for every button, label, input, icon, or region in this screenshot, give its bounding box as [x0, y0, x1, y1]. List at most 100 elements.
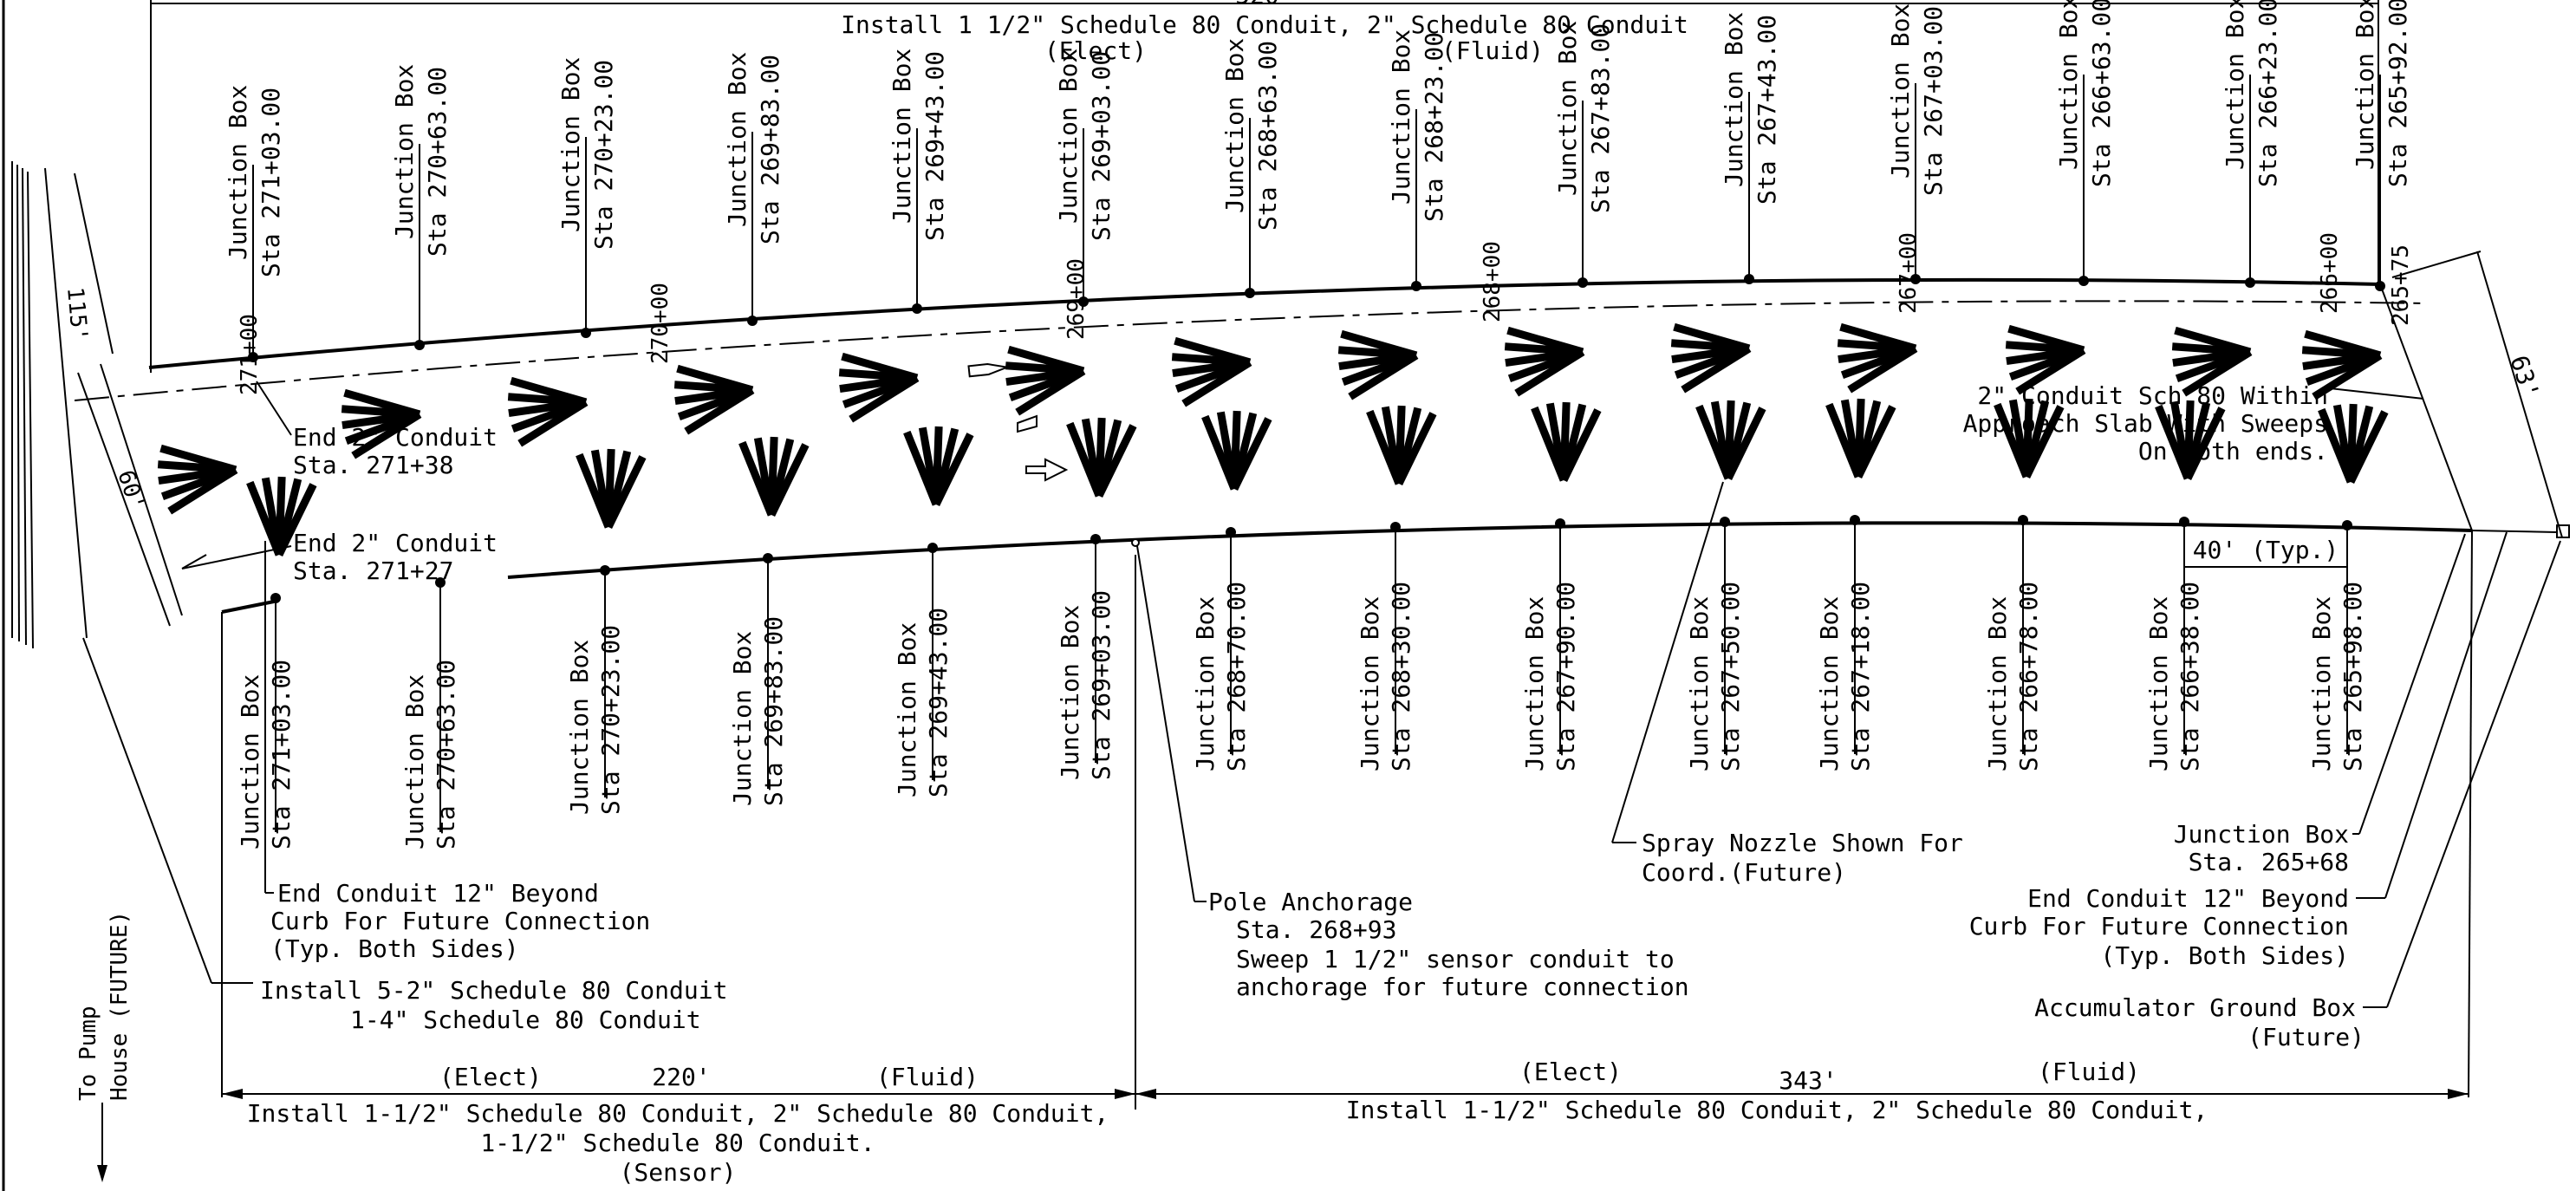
junction-box-label: Junction Box: [556, 57, 585, 232]
sprayer-fan-icon: [1005, 345, 1086, 416]
junction-box-station: Sta 268+30.00: [1387, 582, 1415, 771]
junction-box-station: Sta 270+23.00: [596, 625, 625, 815]
svg-text:Sta. 265+68: Sta. 265+68: [2189, 848, 2349, 876]
bottom-right-dimension: (Elect) 343' (Fluid) Install 1-1/2" Sche…: [1135, 1058, 2469, 1124]
junction-box-label: Junction Box: [888, 49, 916, 224]
junction-box-station: Sta 267+50.00: [1716, 582, 1745, 771]
upper-centerline: [74, 300, 2428, 401]
sprayer-fan-icon: [507, 376, 589, 447]
svg-text:Sweep 1 1/2" sensor conduit to: Sweep 1 1/2" sensor conduit to: [1236, 945, 1675, 973]
sprayer-fan-icon: [1531, 401, 1602, 482]
svg-text:Curb For Future Connection: Curb For Future Connection: [270, 907, 650, 935]
station-266: 266+00: [2317, 232, 2343, 314]
svg-text:House (FUTURE): House (FUTURE): [107, 911, 133, 1101]
junction-box-label: Junction Box: [1553, 21, 1582, 196]
sprayer-fan-icon: [1366, 405, 1437, 485]
bottom-left-dimension: (Elect) 220' (Fluid) Install 1-1/2" Sche…: [222, 555, 1136, 1187]
svg-text:(Elect): (Elect): [1519, 1058, 1622, 1086]
dim-115: 115': [62, 286, 92, 342]
svg-text:Install 1-1/2" Schedule 80 Con: Install 1-1/2" Schedule 80 Conduit, 2" S…: [1346, 1096, 2208, 1124]
junction-box-label: Junction Box: [1520, 596, 1549, 771]
junction-box-station: Sta 269+83.00: [756, 55, 784, 244]
junction-box-station: Sta 269+03.00: [1087, 590, 1116, 780]
junction-box-station: Sta 265+92.00: [2384, 0, 2412, 187]
station-267: 267+00: [1896, 232, 1922, 314]
junction-box-label: Junction Box: [1886, 3, 1915, 179]
svg-text:Spray Nozzle Shown For: Spray Nozzle Shown For: [1642, 829, 1963, 857]
junction-box-station: Sta 268+70.00: [1222, 582, 1251, 771]
junction-box-station: Sta 270+23.00: [589, 60, 618, 250]
svg-text:220': 220': [652, 1063, 710, 1091]
junction-box-label: Junction Box: [893, 622, 921, 797]
junction-box-label: Junction Box: [1220, 38, 1249, 213]
svg-text:Sta. 271+38: Sta. 271+38: [293, 451, 453, 479]
sprayer-fan-icon: [157, 444, 238, 515]
station-270: 270+00: [647, 283, 673, 364]
sprayer-fan-icon: [673, 364, 755, 435]
junction-box-label: Junction Box: [728, 631, 757, 806]
junction-box-station: Sta 270+63.00: [432, 660, 460, 849]
junction-box-station: Sta 269+83.00: [759, 616, 788, 806]
junction-box-label: Junction Box: [1056, 605, 1084, 780]
junction-box-station: Sta 267+03.00: [1919, 6, 1948, 196]
svg-text:1-4" Schedule 80 Conduit: 1-4" Schedule 80 Conduit: [350, 1006, 701, 1034]
svg-text:343': 343': [1779, 1066, 1837, 1095]
junction-box-station: Sta 271+03.00: [267, 660, 296, 849]
svg-text:End 2" Conduit: End 2" Conduit: [293, 529, 498, 557]
station-labels: 271+00 270+00 269+00 268+00 267+00 266+0…: [237, 232, 2414, 395]
svg-text:(Sensor): (Sensor): [620, 1158, 737, 1187]
note-pump-house: To Pump House (FUTURE): [75, 911, 133, 1182]
junction-box-station: Sta 266+63.00: [2087, 0, 2116, 187]
svg-text:Sta. 268+93: Sta. 268+93: [1236, 915, 1396, 944]
svg-text:End Conduit 12" Beyond: End Conduit 12" Beyond: [2027, 884, 2349, 913]
sprayer-fan-icon: [1837, 322, 1918, 394]
svg-text:Install 1-1/2" Schedule 80 Con: Install 1-1/2" Schedule 80 Conduit, 2" S…: [247, 1099, 1109, 1128]
svg-text:Sta. 271+27: Sta. 271+27: [293, 556, 453, 585]
sprayer-fan-icon: [1504, 326, 1585, 397]
junction-box-label: Junction Box: [1356, 596, 1384, 771]
junction-box-station: Sta 265+98.00: [2339, 582, 2367, 771]
left-edge-lines: 115': [11, 161, 114, 649]
svg-text:Coord.(Future): Coord.(Future): [1642, 858, 1846, 887]
svg-text:Approach Slab With Sweeps: Approach Slab With Sweeps: [1963, 409, 2328, 438]
sprayer-fan-icon: [1066, 417, 1137, 498]
note-accumulator: Accumulator Ground Box (Future): [2034, 540, 2561, 1051]
junction-box-label: Junction Box: [2054, 0, 2083, 170]
junction-box-label: Junction Box: [1685, 596, 1714, 771]
sprayer-fan-icon: [246, 476, 317, 556]
sprayer-fan-icon: [2155, 400, 2226, 480]
svg-text:(Fluid): (Fluid): [2038, 1058, 2140, 1086]
top-dimension-value: 520': [1235, 0, 1293, 10]
svg-text:(Typ. Both Sides): (Typ. Both Sides): [270, 934, 519, 963]
top-dimension: 520' Install 1 1/2" Schedule 80 Conduit,…: [150, 0, 2379, 373]
svg-text:On Both ends.: On Both ends.: [2138, 437, 2328, 465]
sprayer-fan-icon: [2171, 326, 2253, 397]
station-268: 268+00: [1480, 241, 1506, 322]
svg-text:1-1/2" Schedule 80 Conduit.: 1-1/2" Schedule 80 Conduit.: [480, 1129, 875, 1157]
svg-text:2" Conduit Sch 80 Within: 2" Conduit Sch 80 Within: [1977, 381, 2328, 410]
junction-box-station: Sta 267+18.00: [1846, 582, 1875, 771]
note-end12-right: End Conduit 12" Beyond Curb For Future C…: [1969, 531, 2508, 970]
junction-box-station: Sta 269+03.00: [1087, 51, 1116, 241]
junction-box-label: Junction Box: [2144, 596, 2173, 771]
note-end-conduit-1: End 2" Conduit Sta. 271+38: [256, 381, 498, 479]
junction-box-station: Sta 270+63.00: [423, 67, 452, 257]
lower-curb-line: [507, 521, 2473, 579]
note-install-5: Install 5-2" Schedule 80 Conduit 1-4" Sc…: [82, 637, 727, 1034]
junction-box-label: Junction Box: [224, 85, 252, 260]
junction-box-label: Junction Box: [1720, 12, 1748, 187]
